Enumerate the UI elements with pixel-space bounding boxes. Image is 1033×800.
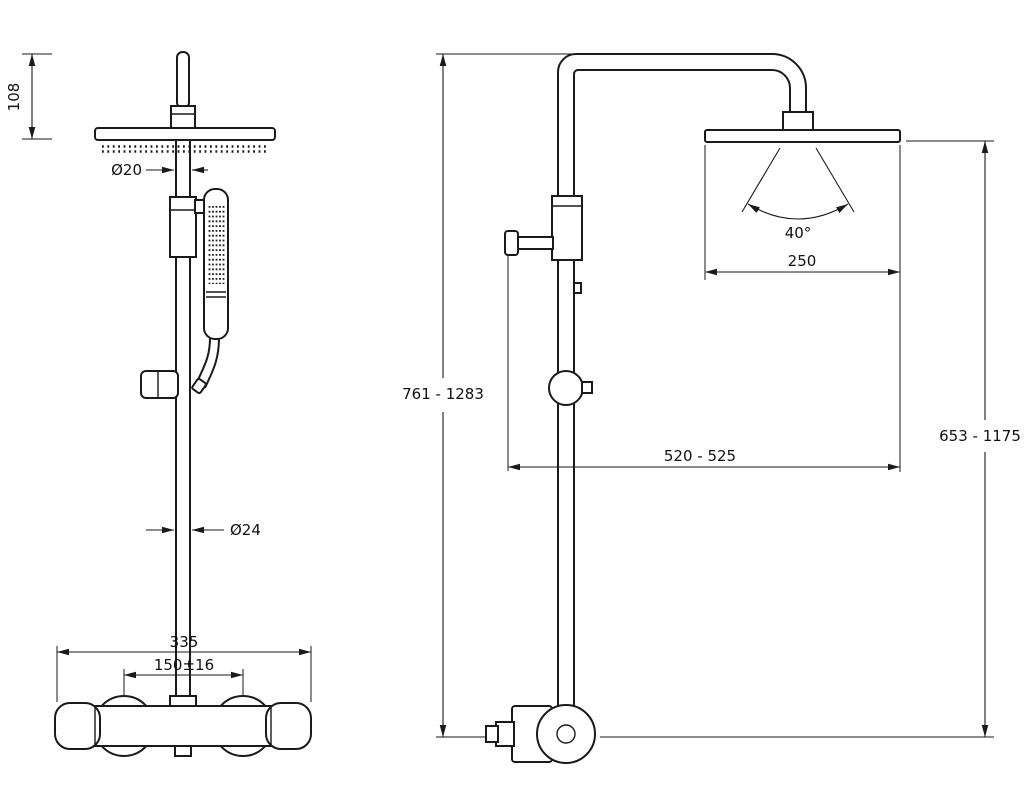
pipe-top-cap — [176, 51, 190, 109]
handle-bar — [516, 236, 554, 250]
mixer-outlet — [174, 745, 192, 757]
head-connector-front — [170, 105, 196, 129]
dim-head-height: 653 - 1175 — [600, 140, 1021, 738]
diverter-handle-side — [504, 195, 583, 294]
dim-head-drop: 108 — [5, 53, 52, 140]
dim-spray-angle-label: 40° — [785, 224, 812, 242]
dim-valve-width-label: 335 — [170, 633, 199, 651]
dim-head-width: 250 — [704, 145, 901, 472]
dim-upper-pipe-diameter-label: Ø20 — [111, 161, 142, 179]
side-view: 761 - 1283 653 - 1175 40° — [402, 53, 1021, 764]
shower-plate-side — [704, 129, 901, 143]
front-view: 108 Ø20 — [5, 51, 312, 757]
hand-shower-hose-left — [197, 337, 211, 381]
overhead-shower-front — [94, 127, 276, 153]
dim-inlet-centers-label: 150±16 — [154, 656, 214, 674]
dim-wall-reach-label: 520 - 525 — [664, 447, 736, 465]
handle-knob — [504, 230, 519, 256]
dim-valve-width: 335 — [56, 633, 312, 702]
dim-upper-pipe-diameter: Ø20 — [111, 161, 208, 179]
pipe-outer-edge — [557, 53, 807, 706]
pipe-nub — [573, 282, 582, 294]
mid-knob-side — [548, 370, 593, 406]
riser-pipe-side — [557, 53, 814, 706]
dim-wall-reach: 520 - 525 — [507, 256, 900, 471]
mixer-body-front — [71, 705, 295, 747]
pipe-flange — [169, 695, 197, 707]
mixer-handle-right — [265, 702, 312, 750]
dim-lower-pipe-diameter-label: Ø24 — [230, 521, 261, 539]
mixer-valve-front — [54, 695, 312, 757]
hand-shower-hose-right — [204, 337, 220, 389]
mixer-handle-hub — [556, 724, 576, 744]
hand-shower-collar — [169, 196, 197, 258]
dim-lower-pipe-diameter: Ø24 — [146, 521, 261, 539]
shower-plate-front — [94, 127, 276, 141]
overhead-shower-side — [704, 129, 901, 143]
dim-head-width-label: 250 — [788, 252, 817, 270]
dim-overall-height: 761 - 1283 — [402, 53, 576, 738]
head-connector-side — [782, 111, 814, 131]
spray-cone: 40° — [741, 147, 855, 242]
dim-head-drop-label: 108 — [5, 83, 23, 112]
dim-overall-height-label: 761 - 1283 — [402, 385, 484, 403]
mixer-handle-left — [54, 702, 101, 750]
hose-nut — [191, 378, 207, 394]
mixer-valve-side — [485, 704, 596, 764]
slider-bracket — [140, 370, 179, 399]
mixer-spout-tip — [485, 725, 499, 743]
pipe-inner-edge — [573, 69, 791, 706]
dim-head-height-label: 653 - 1175 — [939, 427, 1021, 445]
dim-inlet-centers: 150±16 — [123, 656, 244, 700]
hand-shower — [169, 188, 229, 394]
